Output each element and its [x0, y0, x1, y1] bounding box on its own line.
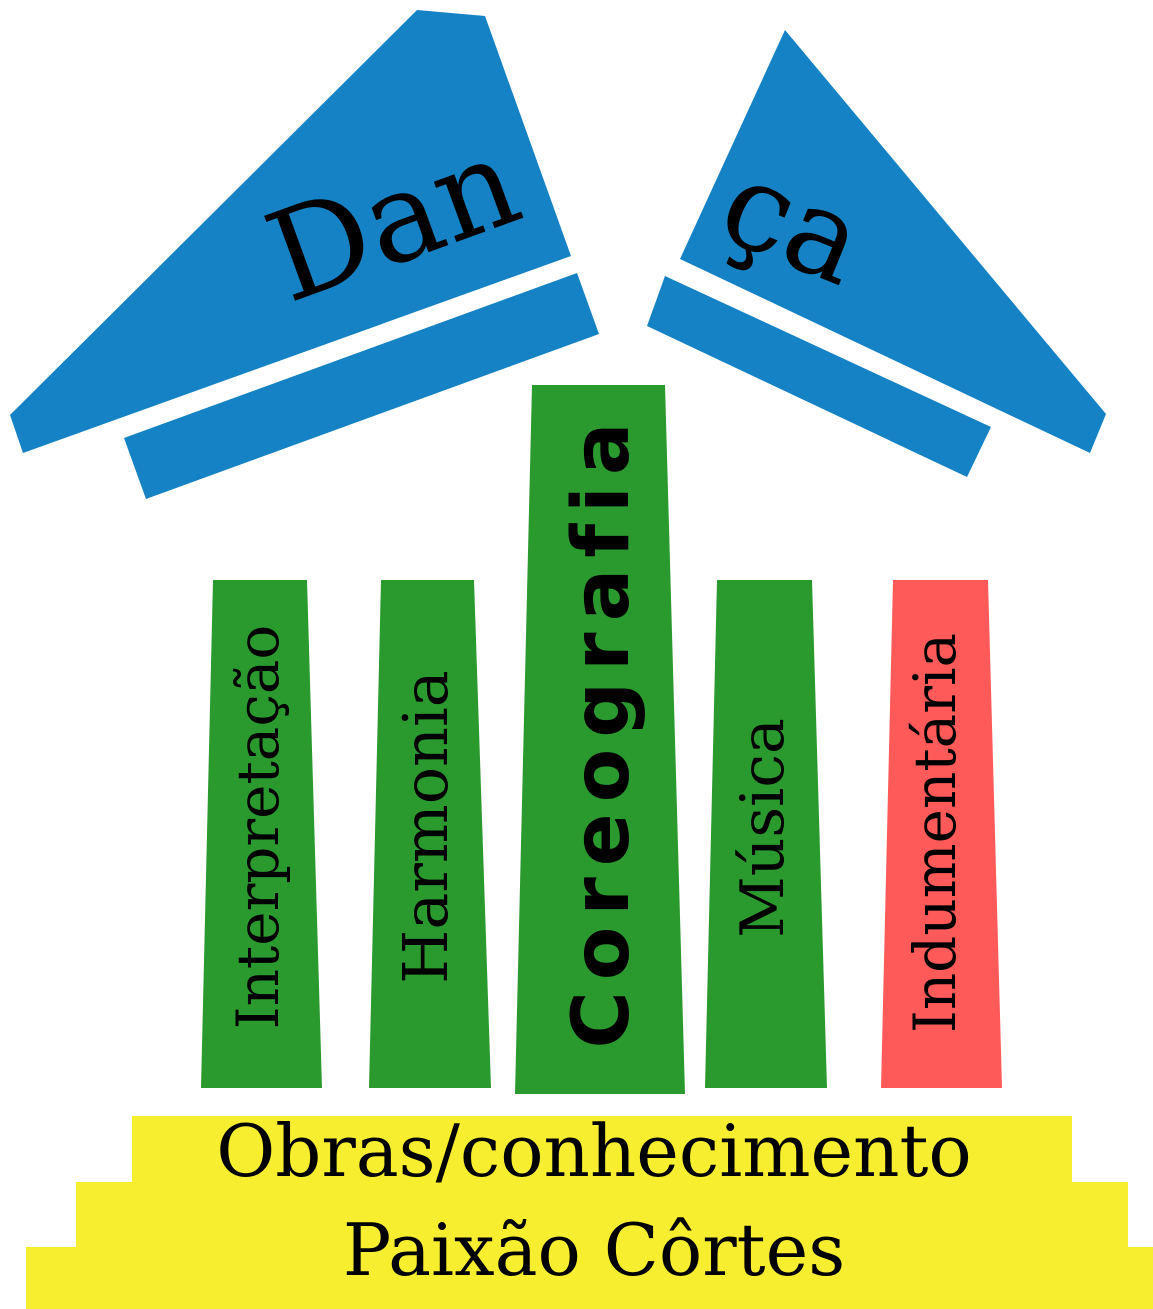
pillars: Interpretação Harmonia Coreografia Músic… — [201, 385, 1002, 1094]
pillar-musica-label: Música — [728, 718, 798, 937]
roof-left-triangle — [10, 10, 571, 453]
pillar-musica — [705, 580, 827, 1088]
pillar-interpretacao — [201, 580, 322, 1088]
pillar-harmonia — [369, 580, 491, 1088]
pillar-harmonia-label: Harmonia — [389, 670, 462, 984]
pillar-indumentaria-label: Indumentária — [901, 633, 969, 1033]
pillar-coreografia-label: Coreografia — [557, 411, 647, 1048]
base-line1: Obras/conhecimento — [216, 1109, 972, 1193]
pillar-interpretacao-label: Interpretação — [224, 625, 292, 1030]
roof-right-beam — [647, 276, 991, 477]
roof-left: Dan — [10, 10, 599, 499]
base-line2: Paixão Côrtes — [343, 1208, 845, 1292]
pillar-indumentaria — [881, 580, 1002, 1088]
roof-right: ça — [647, 30, 1106, 477]
base-steps — [26, 1116, 1153, 1309]
roof-right-triangle — [680, 30, 1106, 453]
roof-left-beam — [124, 273, 599, 499]
pillar-coreografia — [515, 385, 685, 1094]
base: Obras/conhecimento Paixão Côrtes — [26, 1109, 1153, 1309]
